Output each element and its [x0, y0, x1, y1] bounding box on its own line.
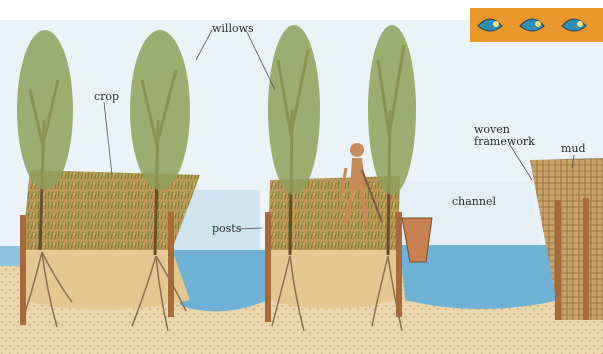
decorative-border-tile [470, 8, 603, 42]
label-mud: mud [561, 142, 586, 155]
label-crop: crop [94, 90, 119, 103]
chinampa-plot-left [20, 170, 200, 325]
label-posts: posts [212, 222, 242, 235]
label-willows: willows [212, 22, 254, 35]
label-woven-framework-line2: framework [474, 135, 535, 148]
chinampa-plot-middle [265, 176, 402, 322]
label-channel: channel [452, 195, 496, 208]
water-channel-left [172, 250, 268, 311]
